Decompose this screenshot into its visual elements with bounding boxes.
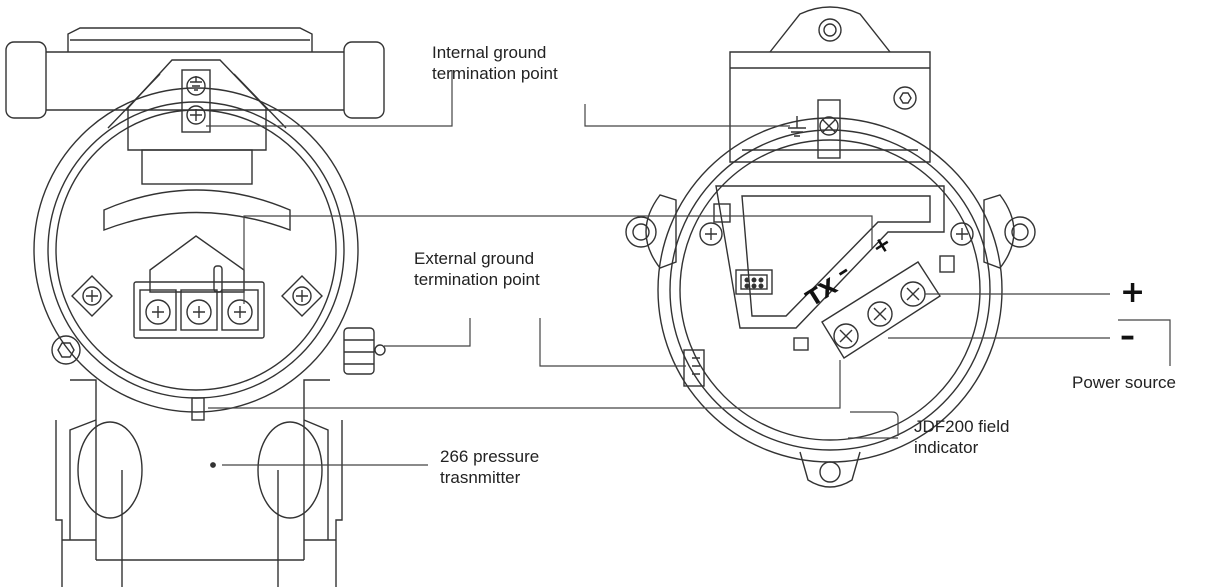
power-plus-symbol: + [1120, 275, 1146, 310]
indicator-drawing [625, 6, 1036, 488]
tx-terminal-label: TX [802, 274, 842, 312]
power-source-label: Power source [1072, 373, 1176, 392]
external-ground-label: External ground termination point [414, 249, 540, 289]
power-minus-symbol: – [1120, 319, 1135, 354]
leader-lines [206, 70, 1171, 466]
transmitter-label: 266 pressure trasnmitter [440, 447, 540, 487]
transmitter-drawing [5, 27, 386, 587]
indicator-terminal-labels: TX – + [802, 230, 897, 312]
field-indicator-label: JDF200 field indicator [914, 417, 1010, 457]
internal-ground-label: Internal ground termination point [432, 43, 558, 83]
